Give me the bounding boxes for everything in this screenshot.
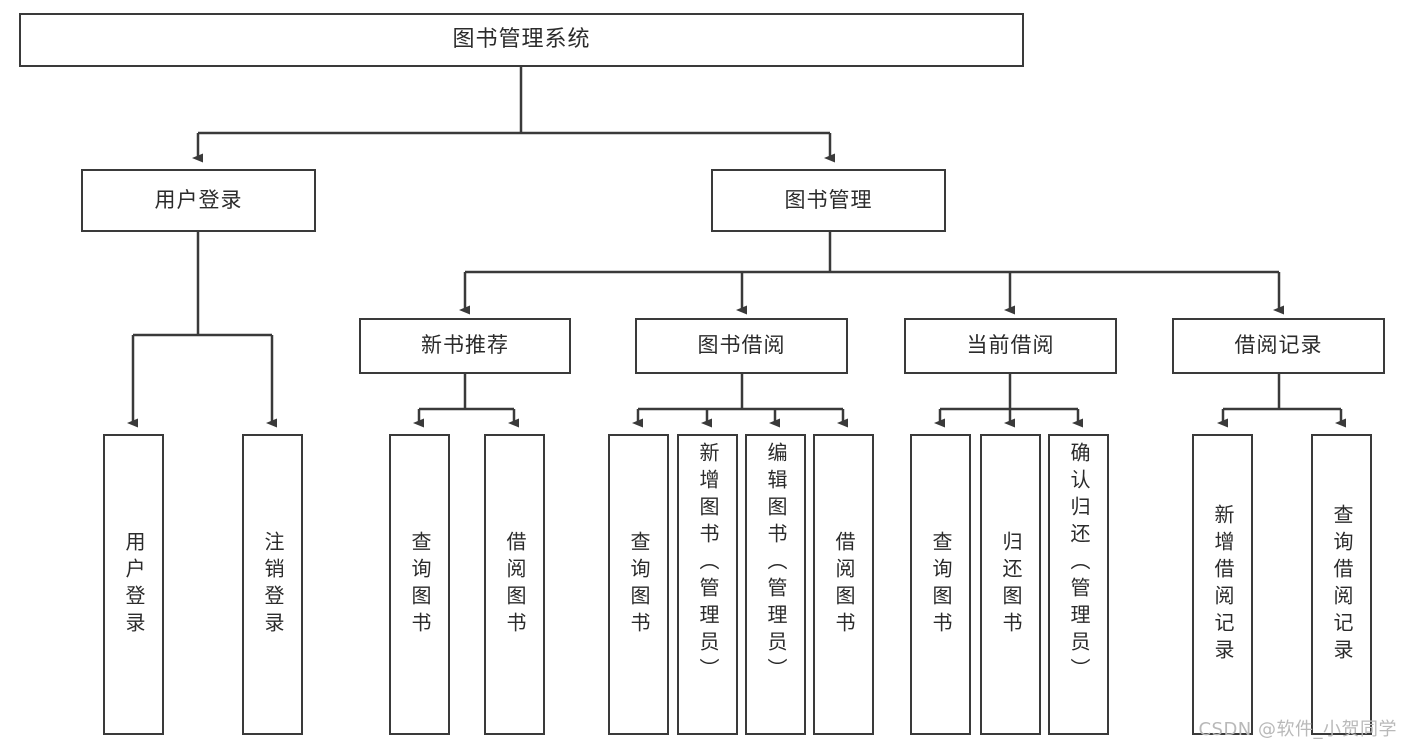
- leaf-new-book-borrow-books[interactable]: 借阅图书: [484, 434, 545, 735]
- edge-root-to-level2: [192, 67, 835, 163]
- leaf-current-borrow-return-books[interactable]: 归还图书: [980, 434, 1041, 735]
- leaf-current-borrow-query-books[interactable]: 查询图书: [910, 434, 971, 735]
- leaf-book-borrow-borrow-books[interactable]: 借阅图书: [813, 434, 874, 735]
- edge-book-mgmt-to-level3: [459, 232, 1284, 315]
- edge-new-book-to-leaves: [413, 374, 519, 428]
- leaf-book-borrow-query-books[interactable]: 查询图书: [608, 434, 669, 735]
- leaf-book-borrow-add-book-admin[interactable]: 新增图书（管理员）: [677, 434, 738, 735]
- leaf-user-login-login[interactable]: 用户登录: [103, 434, 164, 735]
- leaf-current-borrow-confirm-return-admin[interactable]: 确认归还（管理员）: [1048, 434, 1109, 735]
- leaf-book-borrow-edit-book-admin[interactable]: 编辑图书（管理员）: [745, 434, 806, 735]
- leaf-user-login-logout[interactable]: 注销登录: [242, 434, 303, 735]
- edge-current-borrow-to-leaves: [934, 374, 1083, 428]
- edge-book-borrow-to-leaves: [632, 374, 848, 428]
- node-book-management[interactable]: 图书管理: [711, 169, 946, 232]
- node-new-book-recommend[interactable]: 新书推荐: [359, 318, 571, 374]
- node-current-borrow[interactable]: 当前借阅: [904, 318, 1117, 374]
- edge-borrow-record-to-leaves: [1217, 374, 1346, 428]
- node-borrow-record[interactable]: 借阅记录: [1172, 318, 1385, 374]
- csdn-watermark: CSDN @软件_小贺同学: [1198, 719, 1397, 740]
- leaf-borrow-record-add-record[interactable]: 新增借阅记录: [1192, 434, 1253, 735]
- node-root-system[interactable]: 图书管理系统: [19, 13, 1024, 67]
- leaf-borrow-record-query-record[interactable]: 查询借阅记录: [1311, 434, 1372, 735]
- leaf-new-book-query-books[interactable]: 查询图书: [389, 434, 450, 735]
- edge-user-login-to-leaves: [127, 232, 277, 428]
- node-user-login[interactable]: 用户登录: [81, 169, 316, 232]
- node-book-borrow[interactable]: 图书借阅: [635, 318, 848, 374]
